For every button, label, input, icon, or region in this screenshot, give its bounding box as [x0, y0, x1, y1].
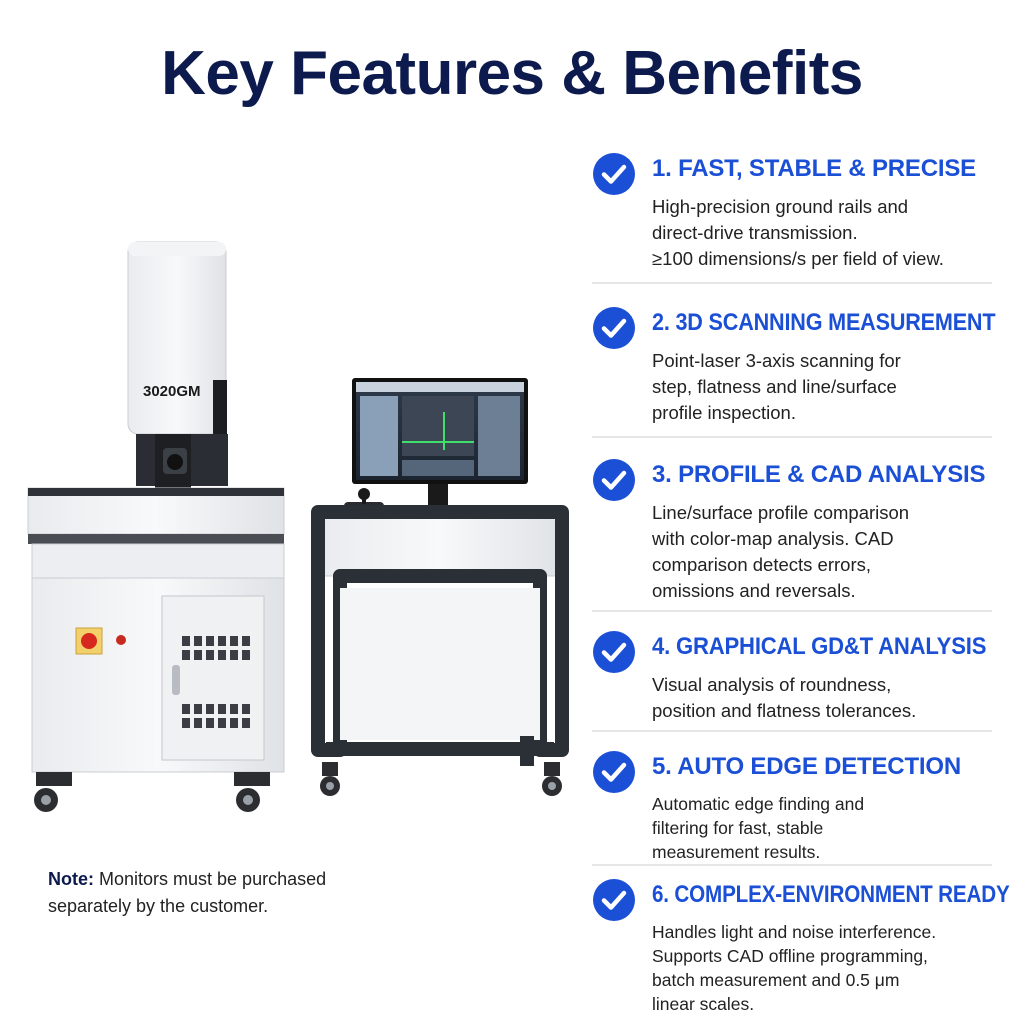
feature-title: 5. AUTO EDGE DETECTION	[652, 753, 961, 780]
feature-line: profile inspection.	[652, 402, 796, 423]
feature-line: High-precision ground rails and	[652, 196, 909, 217]
check-circle-icon	[593, 307, 635, 349]
feature-title: 4. GRAPHICAL GD&T ANALYSIS	[652, 633, 987, 660]
product-illustration: 3020GM	[0, 150, 590, 850]
feature-title: 2. 3D SCANNING MEASUREMENT	[652, 309, 996, 336]
divider	[592, 436, 992, 438]
divider	[592, 730, 992, 732]
feature-line: Supports CAD offline programming,	[652, 946, 928, 966]
feature-description: Automatic edge finding and filtering for…	[652, 792, 992, 864]
feature-description: Visual analysis of roundness, position a…	[652, 672, 992, 724]
vision-measuring-machine-image: 3020GM	[27, 241, 569, 812]
feature-line: Handles light and noise interference.	[652, 922, 937, 942]
feature-line: position and flatness tolerances.	[652, 700, 917, 721]
feature-line: step, flatness and line/surface	[652, 376, 897, 397]
model-label: 3020GM	[143, 383, 201, 400]
feature-title: 1. FAST, STABLE & PRECISE	[652, 155, 976, 182]
check-circle-icon	[593, 631, 635, 673]
feature-line: linear scales.	[652, 994, 755, 1014]
feature-line: comparison detects errors,	[652, 554, 872, 575]
note-label: Note:	[48, 869, 94, 889]
divider	[592, 864, 992, 866]
feature-title: 3. PROFILE & CAD ANALYSIS	[652, 461, 986, 488]
purchase-note: Note: Monitors must be purchased separat…	[48, 866, 408, 920]
check-circle-icon	[593, 879, 635, 921]
feature-line: Point-laser 3-axis scanning for	[652, 350, 901, 371]
feature-line: omissions and reversals.	[652, 580, 856, 601]
divider	[592, 610, 992, 612]
feature-description: High-precision ground rails and direct-d…	[652, 194, 992, 272]
check-circle-icon	[593, 459, 635, 501]
feature-description: Handles light and noise interference. Su…	[652, 920, 992, 1016]
feature-line: direct-drive transmission.	[652, 222, 858, 243]
check-circle-icon	[593, 751, 635, 793]
feature-line: with color-map analysis. CAD	[652, 528, 894, 549]
note-text: Monitors must be purchased separately by…	[48, 869, 327, 916]
feature-title: 6. COMPLEX-ENVIRONMENT READY	[652, 881, 1010, 908]
feature-description: Point-laser 3-axis scanning for step, fl…	[652, 348, 992, 426]
feature-line: filtering for fast, stable	[652, 818, 824, 838]
divider	[592, 282, 992, 284]
feature-line: measurement results.	[652, 842, 821, 862]
check-circle-icon	[593, 153, 635, 195]
feature-line: Automatic edge finding and	[652, 794, 865, 814]
feature-line: Line/surface profile comparison	[652, 502, 910, 523]
feature-line: Visual analysis of roundness,	[652, 674, 892, 695]
page-title: Key Features & Benefits	[161, 39, 863, 108]
feature-line: ≥100 dimensions/s per field of view.	[652, 248, 944, 269]
feature-line: batch measurement and 0.5 μm	[652, 970, 900, 990]
feature-description: Line/surface profile comparison with col…	[652, 500, 992, 604]
